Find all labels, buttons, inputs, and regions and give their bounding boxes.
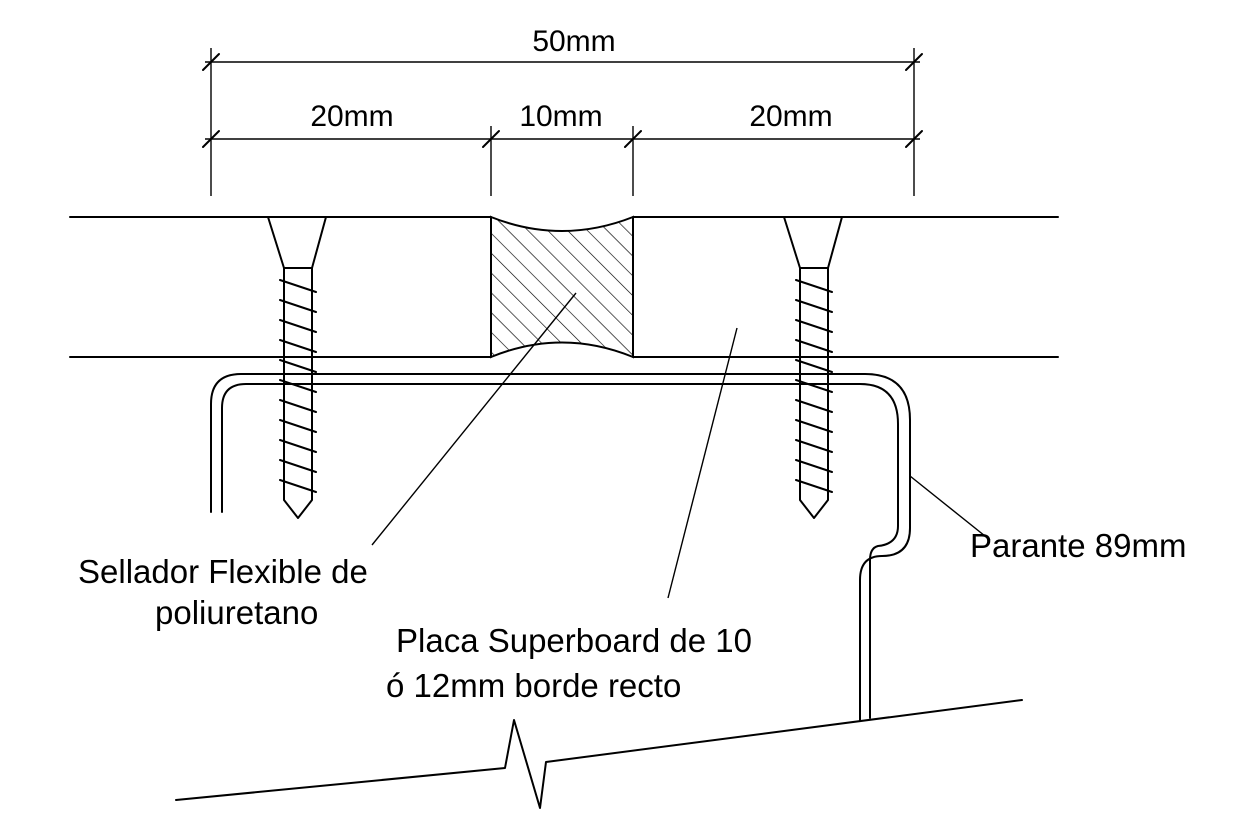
stud-profile bbox=[210, 373, 911, 721]
label-sealant-line2: poliuretano bbox=[155, 594, 318, 631]
leader-board bbox=[667, 327, 738, 599]
leader-stud bbox=[909, 475, 991, 541]
dimension-total: 50mm bbox=[532, 25, 615, 58]
label-board-line2: ó 12mm borde recto bbox=[386, 667, 681, 704]
stud-profile-inner bbox=[221, 383, 899, 719]
dimension-left: 20mm bbox=[310, 100, 393, 133]
sealant-joint bbox=[490, 215, 634, 359]
screw-right bbox=[783, 216, 843, 519]
label-sealant-line1: Sellador Flexible de bbox=[78, 553, 368, 590]
dimension-center: 10mm bbox=[519, 100, 602, 133]
label-stud: Parante 89mm bbox=[970, 527, 1186, 564]
label-board-line1: Placa Superboard de 10 bbox=[396, 622, 752, 659]
leader-sealant bbox=[371, 292, 577, 546]
break-line bbox=[175, 699, 1023, 809]
screw-left bbox=[267, 216, 327, 519]
dimension-chain bbox=[202, 48, 923, 196]
dimension-right: 20mm bbox=[749, 100, 832, 133]
